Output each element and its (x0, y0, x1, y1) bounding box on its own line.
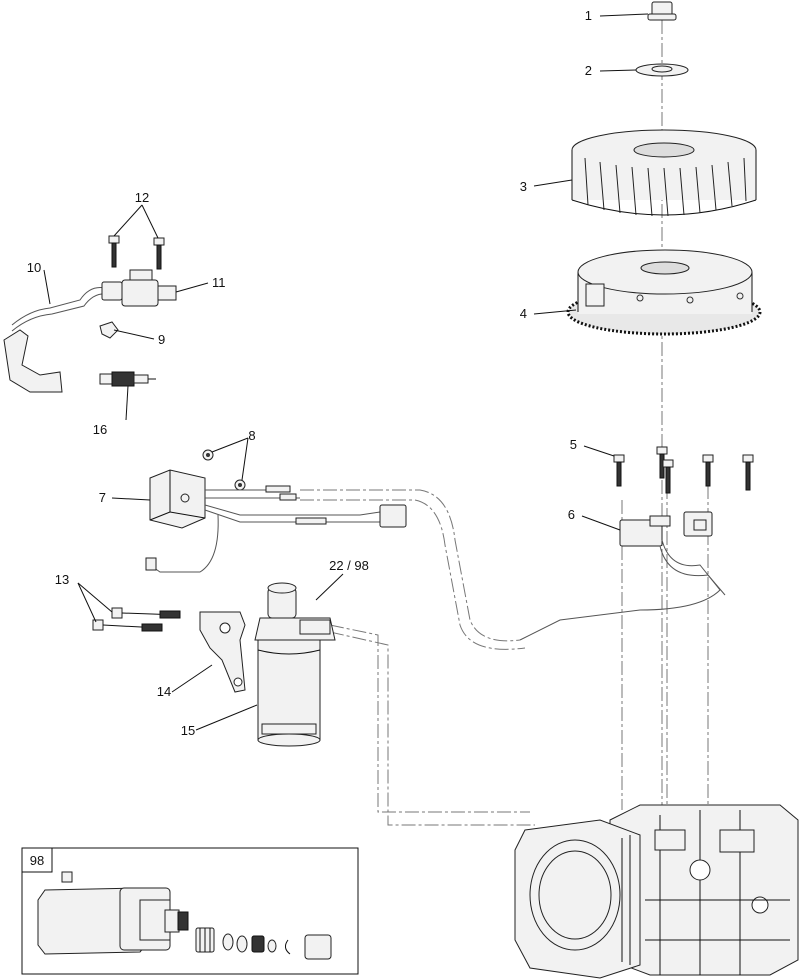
cooling-fan (571, 129, 757, 217)
engine-block (514, 804, 799, 979)
inset-starter-kit: 98 (21, 847, 359, 975)
starter-motor (254, 582, 336, 747)
wiring-harness (145, 485, 407, 573)
inset-pinion-gear (195, 927, 215, 953)
harness-route-line-1 (300, 489, 521, 642)
callout-9: 9 (158, 332, 165, 347)
callout-10: 10 (27, 260, 41, 275)
callout-16: 16 (93, 422, 107, 437)
flywheel (566, 249, 762, 336)
armature-connector (519, 511, 726, 641)
flywheel-nut (647, 1, 677, 21)
callout-6: 6 (568, 507, 575, 522)
callout-1: 1 (585, 8, 592, 23)
mounting-screws (613, 446, 754, 494)
callout-11: 11 (212, 275, 226, 290)
leader-lines (43, 13, 649, 731)
flywheel-washer (635, 63, 689, 77)
coil-screws (108, 235, 165, 270)
callout-22-98: 22 / 98 (329, 558, 369, 573)
voltage-regulator (149, 469, 206, 529)
ignition-coil (11, 269, 177, 332)
callout-4: 4 (520, 306, 527, 321)
spark-plug (99, 371, 156, 387)
inset-spring-parts (222, 933, 332, 960)
harness-route-line-2 (300, 499, 526, 650)
inset-starter-motor (37, 871, 189, 955)
starter-mount-line-inner (329, 631, 535, 826)
starter-bracket (199, 611, 246, 693)
spark-plug-boot (3, 329, 63, 393)
small-nuts (202, 449, 246, 491)
callout-13: 13 (55, 572, 69, 587)
callout-15: 15 (181, 723, 195, 738)
callout-2: 2 (585, 63, 592, 78)
inset-label: 98 (30, 853, 44, 868)
starter-mount-line-outer (329, 624, 530, 813)
callout-3: 3 (520, 179, 527, 194)
starter-bolts (92, 607, 181, 632)
callout-5: 5 (570, 437, 577, 452)
callout-7: 7 (99, 490, 106, 505)
callout-8: 8 (248, 428, 255, 443)
callout-12: 12 (135, 190, 149, 205)
callout-14: 14 (157, 684, 171, 699)
wire-clip (99, 321, 119, 339)
